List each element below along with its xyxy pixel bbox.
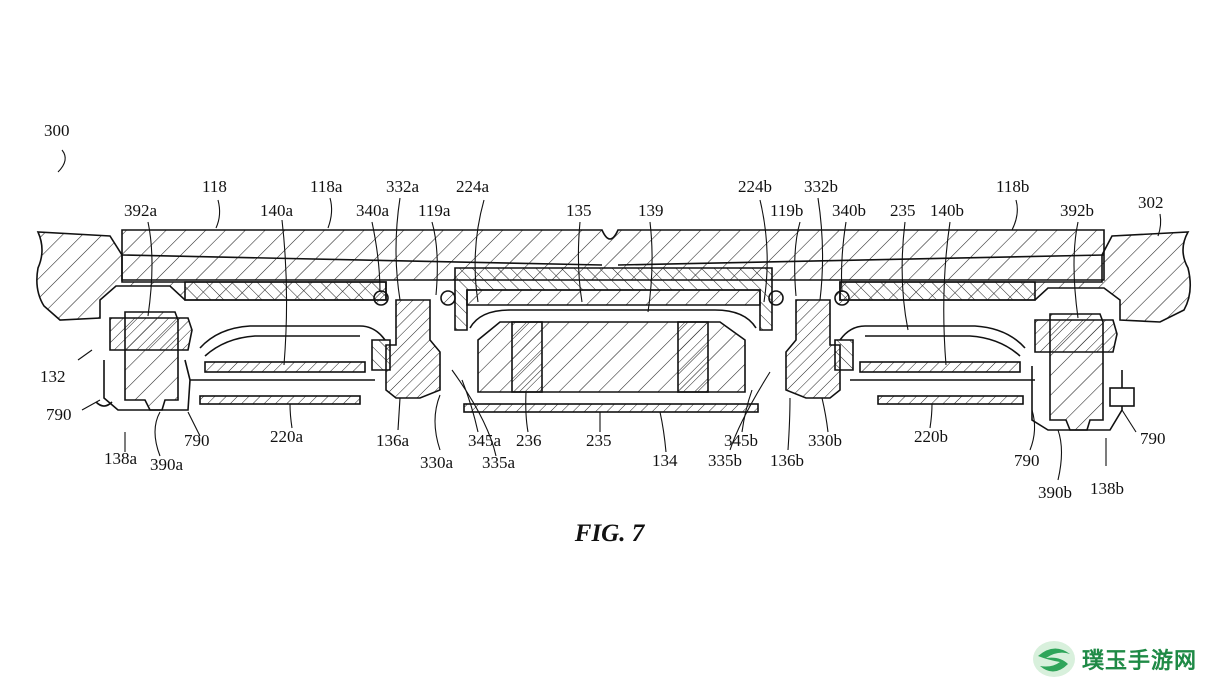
label-119b: 119b: [770, 201, 803, 220]
label-332b: 332b: [804, 177, 838, 196]
label-140b: 140b: [930, 201, 964, 220]
button-790a: [95, 401, 113, 407]
label-332a: 332a: [386, 177, 420, 196]
label-138a: 138a: [104, 449, 138, 468]
center-lid: [466, 289, 761, 306]
plate-220a: [204, 361, 366, 373]
label-790-left-outer: 790: [46, 405, 72, 424]
magnet-236-right: [677, 321, 709, 393]
label-139: 139: [638, 201, 664, 220]
seal-center-left: [440, 290, 456, 306]
membrane-140a: [199, 325, 386, 349]
button-390a: [124, 311, 179, 411]
label-390b: 390b: [1038, 483, 1072, 502]
membrane-140b: [839, 325, 1026, 349]
seal-340a: [373, 290, 389, 306]
label-330a: 330a: [420, 453, 454, 472]
label-790-right-outer: 790: [1140, 429, 1166, 448]
label-390a: 390a: [150, 455, 184, 474]
label-392a: 392a: [124, 201, 158, 220]
magnet-236-left: [511, 321, 543, 393]
label-790-left-inner: 790: [184, 431, 210, 450]
label-392b: 392b: [1060, 201, 1094, 220]
label-335b: 335b: [708, 451, 742, 470]
label-345a: 345a: [468, 431, 502, 450]
label-118b: 118b: [996, 177, 1029, 196]
button-390b: [1049, 313, 1104, 431]
label-345b: 345b: [724, 431, 758, 450]
label-140a: 140a: [260, 201, 294, 220]
base-220a: [199, 395, 361, 405]
membrane-140b-inner: [865, 335, 1021, 357]
label-135: 135: [566, 201, 592, 220]
watermark-logo-icon: [1033, 641, 1075, 677]
seal-340b: [834, 290, 850, 306]
button-790b: [1109, 387, 1135, 407]
label-300: 300: [44, 121, 70, 140]
label-118a: 118a: [310, 177, 343, 196]
post-330b: [785, 299, 841, 399]
label-118: 118: [202, 177, 227, 196]
label-138b: 138b: [1090, 479, 1124, 498]
label-236: 236: [516, 431, 542, 450]
label-235: 235: [586, 431, 612, 450]
label-335a: 335a: [482, 453, 516, 472]
post-330a: [385, 299, 441, 399]
label-224b: 224b: [738, 177, 772, 196]
label-136a: 136a: [376, 431, 410, 450]
label-340b: 340b: [832, 201, 866, 220]
frame-left: [184, 281, 387, 301]
button-frame-138a: [103, 359, 191, 411]
diaphragm-135: [469, 309, 757, 329]
bracket-136b: [834, 339, 854, 371]
site-watermark: 璞玉手游网: [1030, 636, 1215, 682]
label-330b: 330b: [808, 431, 842, 450]
figure-caption: FIG. 7: [574, 520, 645, 547]
label-220a: 220a: [270, 427, 304, 446]
label-302: 302: [1138, 193, 1164, 212]
label-220b: 220b: [914, 427, 948, 446]
bracket-136a: [371, 339, 391, 371]
membrane-140a-inner: [204, 335, 360, 357]
label-132: 132: [40, 367, 66, 386]
base-220b: [877, 395, 1024, 405]
label-136b: 136b: [770, 451, 804, 470]
label-134: 134: [652, 451, 678, 470]
frame-right: [839, 281, 1036, 301]
label-235-top: 235: [890, 201, 916, 220]
label-340a: 340a: [356, 201, 390, 220]
watermark-text: 璞玉手游网: [1082, 649, 1198, 674]
plate-134: [463, 403, 759, 413]
label-119a: 119a: [418, 201, 451, 220]
label-790-right-inner: 790: [1014, 451, 1040, 470]
label-224a: 224a: [456, 177, 490, 196]
plate-220b: [859, 361, 1021, 373]
